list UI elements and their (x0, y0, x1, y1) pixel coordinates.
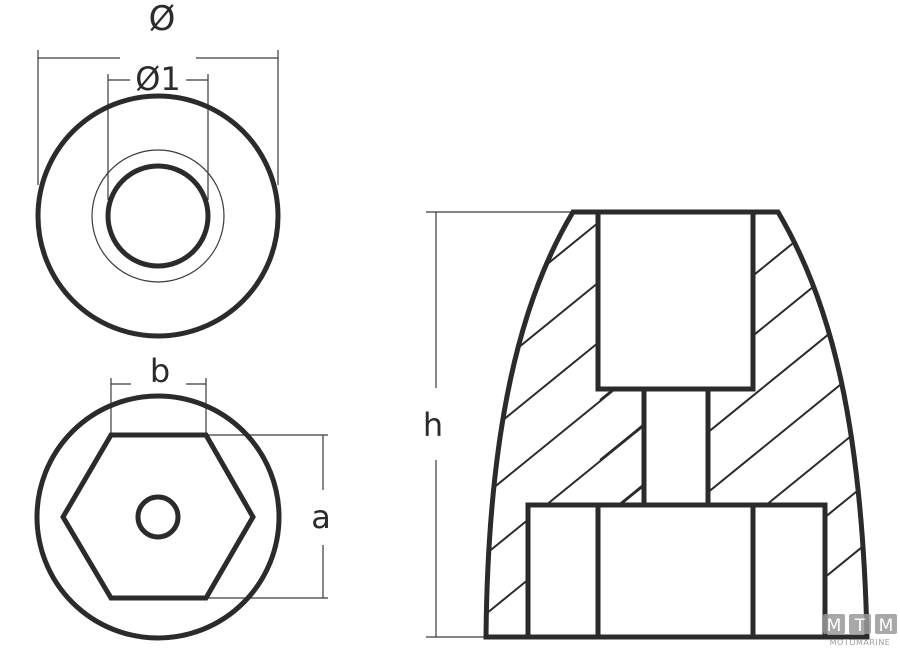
hex-height-label: a (311, 498, 331, 536)
hex-side-dimension: b (110, 352, 207, 435)
hexagon-socket (60, 432, 256, 601)
hex-side-label: b (150, 352, 170, 390)
watermark-text: MOTOMARINE (830, 638, 891, 647)
top-cavity (595, 209, 756, 392)
section-view: h (423, 209, 870, 640)
top-chamfer-circle (91, 149, 225, 283)
height-label: h (423, 406, 443, 444)
top-bore-circle (105, 163, 211, 269)
outer-diameter-dimension: Ø (37, 0, 279, 185)
neck-bore (641, 386, 711, 508)
bottom-hex-cavity (525, 502, 828, 640)
top-outer-circle (35, 93, 281, 339)
outer-diameter-label: Ø (149, 0, 176, 39)
center-hole (135, 494, 181, 540)
bottom-outer-circle (34, 393, 282, 641)
inner-diameter-dimension: Ø1 (107, 60, 209, 200)
watermark-letter-2: T (854, 616, 866, 636)
hex-height-dimension: a (206, 434, 331, 599)
section-hatching (486, 212, 867, 637)
watermark-letter-1: M (827, 616, 842, 636)
anode-body-outline (483, 209, 870, 640)
bottom-view: b a (34, 352, 331, 641)
top-view: Ø Ø1 (35, 0, 281, 339)
watermark-logo: M T M MOTOMARINE (823, 614, 897, 647)
height-dimension: h (423, 211, 573, 638)
watermark-letter-3: M (879, 616, 894, 636)
inner-diameter-label: Ø1 (135, 60, 181, 98)
